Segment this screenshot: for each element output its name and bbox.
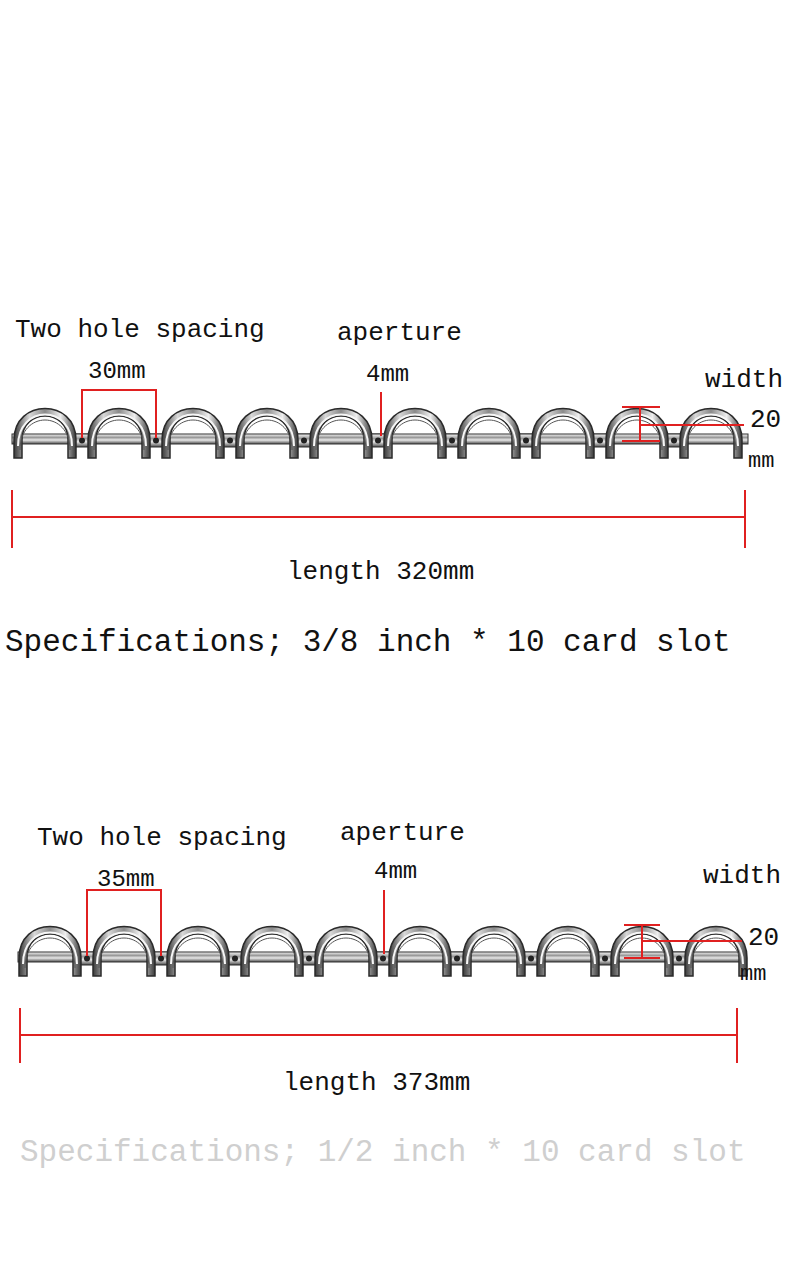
dimension-unit: mm <box>740 962 766 987</box>
clip-arch <box>389 927 451 977</box>
clip-arch <box>532 409 594 459</box>
dimension-value: 4mm <box>374 858 417 885</box>
clip-arch <box>19 927 81 977</box>
dimension-name-box: width <box>703 863 781 889</box>
clip-arch <box>310 409 372 459</box>
dimension-name-box: aperture <box>337 320 462 346</box>
length-line <box>12 516 745 518</box>
dimension-value-box: 4mm <box>374 860 417 884</box>
length-tick <box>736 1008 738 1063</box>
dimension-name-box: aperture <box>340 820 465 846</box>
dimension-value-box: length 320mm <box>287 559 474 585</box>
dimension-value: length 373mm <box>283 1068 470 1098</box>
dimension-name: Two hole spacing <box>15 315 265 345</box>
length-line <box>20 1034 737 1036</box>
dimension-lines <box>12 390 745 548</box>
clip-arch <box>680 409 742 459</box>
dimension-value-box: 30mm <box>88 360 146 384</box>
specification-text: Specifications; 3/8 inch * 10 card slot <box>5 625 731 660</box>
dimension-name-box: Two hole spacing <box>15 317 265 343</box>
clip-arch <box>241 927 303 977</box>
length-tick <box>744 490 746 548</box>
clip-arch <box>537 927 599 977</box>
clip-arch <box>458 409 520 459</box>
aperture-leader <box>380 392 382 436</box>
clip-arch <box>167 927 229 977</box>
dimension-value: 4mm <box>366 361 409 388</box>
spacing-bracket <box>87 890 161 956</box>
width-leader <box>642 940 742 942</box>
dimension-value: 20 <box>750 405 781 435</box>
dimension-name-box: Two hole spacing <box>37 825 287 851</box>
dimension-value-box: length 373mm <box>283 1070 470 1096</box>
dimension-value: 20 <box>748 923 779 953</box>
dimension-name: width <box>705 365 783 395</box>
length-tick <box>11 490 13 548</box>
clip-arch <box>606 409 668 459</box>
specification-text-box: Specifications; 1/2 inch * 10 card slot <box>20 1137 746 1168</box>
dimension-value-box: 20 <box>748 925 779 951</box>
dimension-value: 30mm <box>88 358 146 385</box>
dimension-value: 35mm <box>97 866 155 893</box>
dimension-name-box: width <box>705 367 783 393</box>
specification-text: Specifications; 1/2 inch * 10 card slot <box>20 1135 746 1170</box>
width-leader <box>640 424 744 426</box>
spacing-bracket <box>82 390 156 438</box>
clip-arch <box>14 409 76 459</box>
dimension-value-box: 4mm <box>366 363 409 387</box>
clip-arch <box>162 409 224 459</box>
dimension-lines <box>20 890 742 1063</box>
dimension-unit: mm <box>748 449 774 474</box>
dimension-unit-box: mm <box>748 451 774 473</box>
dimension-value-box: 20 <box>750 407 781 433</box>
dimension-unit-box: mm <box>740 964 766 986</box>
dimension-name: aperture <box>340 818 465 848</box>
dimension-name: Two hole spacing <box>37 823 287 853</box>
clip-arch <box>315 927 377 977</box>
clip-arch <box>93 927 155 977</box>
length-tick <box>19 1008 21 1063</box>
aperture-leader <box>383 890 385 954</box>
dimension-value: length 320mm <box>287 557 474 587</box>
dimension-value-box: 35mm <box>97 868 155 892</box>
specification-text-box: Specifications; 3/8 inch * 10 card slot <box>5 627 731 658</box>
clip-arch <box>236 409 298 459</box>
dimension-name: aperture <box>337 318 462 348</box>
clip-arch <box>463 927 525 977</box>
clip-arch <box>384 409 446 459</box>
dimension-name: width <box>703 861 781 891</box>
clip-arch <box>88 409 150 459</box>
clip-arch <box>685 927 747 977</box>
